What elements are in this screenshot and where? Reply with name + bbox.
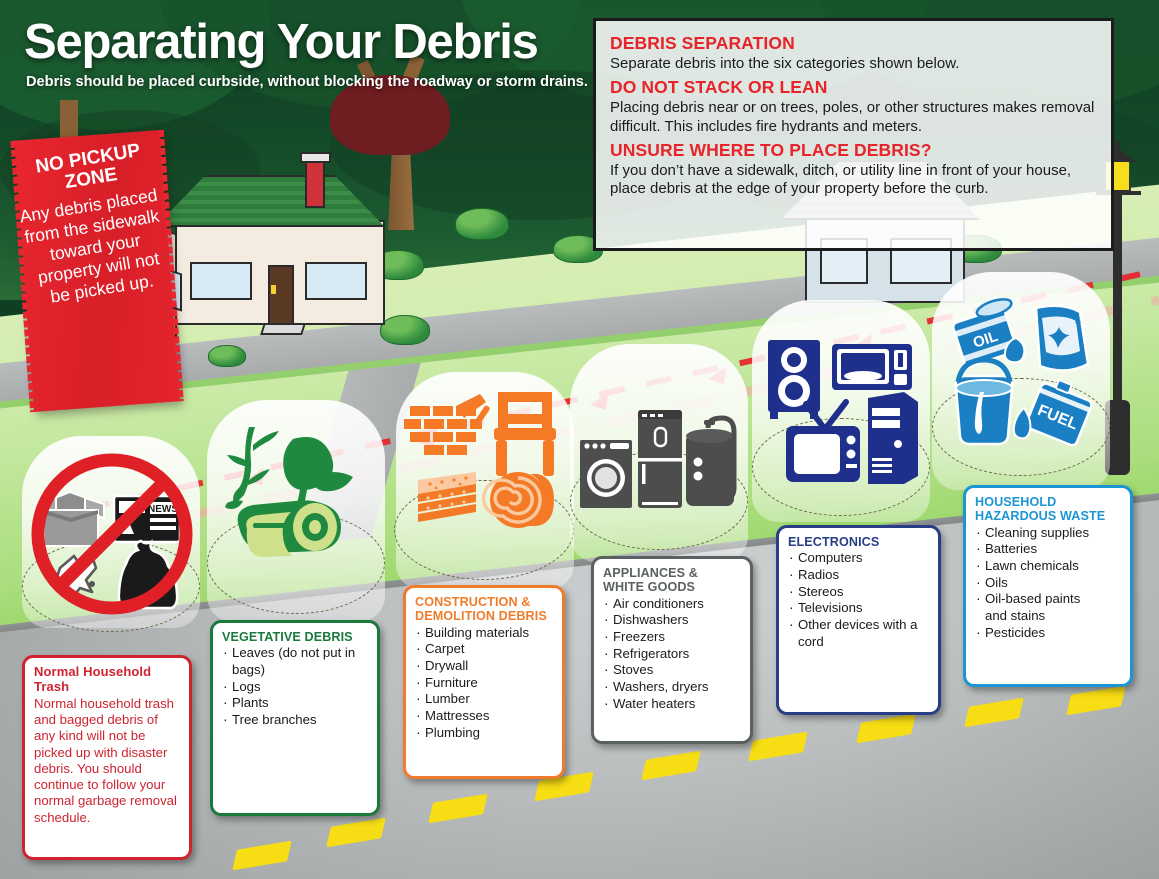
bush (208, 345, 246, 367)
card-item-list: Air conditioners Dishwashers Freezers Re… (603, 595, 740, 713)
card-appliances-white-goods: APPLIANCES & WHITE GOODS Air conditioner… (591, 556, 753, 744)
bush (380, 315, 430, 345)
refrigerator-icon (638, 410, 682, 508)
bush (455, 208, 509, 240)
card-household-hazardous-waste: HOUSEHOLD HAZARDOUS WASTE Cleaning suppl… (963, 485, 1133, 687)
card-construction-demolition-debris: CONSTRUCTION & DEMOLITION DEBRIS Buildin… (403, 585, 565, 779)
washing-machine-icon (580, 440, 632, 508)
instruction-body-2: Placing debris near or on trees, poles, … (610, 99, 1095, 135)
list-item: Stereos (788, 583, 928, 601)
list-item: Drywall (415, 657, 552, 675)
list-item: Dishwashers (603, 611, 740, 629)
card-electronics: ELECTRONICS Computers Radios Stereos Tel… (776, 525, 941, 715)
list-item: Oil-based paints (975, 590, 1120, 608)
list-item: Plumbing (415, 724, 552, 742)
list-item: Water heaters (603, 695, 740, 713)
fuel-can-icon: FUEL (1012, 379, 1093, 447)
list-item: Logs (222, 678, 367, 696)
vegetative-icons-group (225, 427, 353, 557)
no-pickup-zone-banner: NO PICKUP ZONE Any debris placed from th… (14, 130, 180, 412)
carpet-roll-icon (482, 472, 554, 528)
branch-icon (225, 427, 279, 509)
paint-bucket-icon (954, 357, 1014, 446)
newspaper-label: NEWS (148, 504, 178, 515)
trowel-icon (456, 394, 490, 429)
card-body: Normal household trash and bagged debris… (34, 695, 177, 825)
speaker-icon (768, 340, 820, 419)
list-item: Lumber (415, 690, 552, 708)
card-vegetative-debris: VEGETATIVE DEBRIS Leaves (do not put in … (210, 620, 380, 816)
list-item: Pesticides (975, 624, 1120, 642)
card-item-list: Computers Radios Stereos Televisions Oth… (788, 549, 928, 650)
list-item-continuation: bags) (232, 662, 265, 678)
computer-tower-icon (868, 392, 918, 484)
card-item-list: Cleaning supplies Batteries Lawn chemica… (975, 524, 1120, 642)
list-item: Plants (222, 694, 367, 712)
instructions-panel: DEBRIS SEPARATION Separate debris into t… (593, 18, 1114, 251)
list-item: Furniture (415, 674, 552, 692)
television-icon (786, 399, 860, 482)
cardboard-box-icon (37, 490, 105, 547)
page-subtitle: Debris should be placed curbside, withou… (26, 74, 588, 90)
newspaper-icon: NEWS (112, 494, 182, 544)
list-item: Leaves (do not put in (222, 644, 367, 662)
fish-bone-icon (52, 554, 98, 600)
page-title: Separating Your Debris (24, 15, 539, 69)
instruction-heading-1: DEBRIS SEPARATION (610, 33, 795, 53)
list-item: Lawn chemicals (975, 557, 1120, 575)
garbage-bag-icon (117, 539, 179, 610)
electronics-icons-group (768, 340, 918, 484)
microwave-icon (832, 344, 912, 390)
list-item-continuation: and stains (985, 608, 1046, 624)
prohibited-items-group: NEWS (37, 490, 182, 610)
banner-body: Any debris placed from the sidewalk towa… (18, 184, 161, 307)
list-item: Cleaning supplies (975, 524, 1120, 542)
list-item: Stoves (603, 661, 740, 679)
card-normal-household-trash: Normal Household Trash Normal household … (22, 655, 192, 860)
list-item: Other devices with a (788, 616, 928, 634)
list-item: Air conditioners (603, 595, 740, 613)
list-item: Mattresses (415, 707, 552, 725)
card-title: ELECTRONICS (788, 535, 880, 549)
card-item-list: Leaves (do not put in bags) Logs Plants … (222, 644, 367, 729)
construction-icons-group (404, 392, 556, 528)
card-title: CONSTRUCTION & DEMOLITION DEBRIS (415, 595, 547, 624)
list-item: Washers, dryers (603, 678, 740, 696)
instruction-heading-3: UNSURE WHERE TO PLACE DEBRIS? (610, 139, 932, 160)
water-heater-icon (686, 415, 737, 506)
oil-label: OIL (971, 328, 1000, 352)
log-icon (237, 500, 341, 557)
tree-dark-foliage (330, 75, 450, 155)
list-item: Computers (788, 549, 928, 567)
instruction-body-3: If you don’t have a sidewalk, ditch, or … (610, 161, 1072, 198)
hazardous-icons-group: OIL FUEL (952, 298, 1093, 447)
mattress-icon (418, 472, 476, 522)
appliance-icons-group (580, 410, 737, 508)
instruction-body-1: Separate debris into the six categories … (610, 55, 960, 72)
list-item: Carpet (415, 640, 552, 658)
list-item: Televisions (788, 599, 928, 617)
instruction-heading-2: DO NOT STACK OR LEAN (610, 77, 828, 98)
oil-can-icon: OIL (952, 298, 1026, 368)
card-item-list: Building materials Carpet Drywall Furnit… (415, 624, 552, 742)
fertilizer-bag-icon (1034, 304, 1090, 372)
list-item: Tree branches (222, 711, 367, 729)
card-title: APPLIANCES & WHITE GOODS (603, 566, 698, 595)
list-item: Refrigerators (603, 645, 740, 663)
card-title: VEGETATIVE DEBRIS (222, 630, 353, 644)
list-item-continuation: cord (798, 633, 824, 649)
card-title: Normal Household Trash (34, 664, 152, 694)
list-item: Building materials (415, 624, 552, 642)
list-item: Freezers (603, 628, 740, 646)
chair-icon (494, 392, 556, 476)
list-item: Oils (975, 574, 1120, 592)
list-item: Batteries (975, 540, 1120, 558)
card-title: HOUSEHOLD HAZARDOUS WASTE (975, 495, 1106, 524)
list-item: Radios (788, 566, 928, 584)
leaf-icon (283, 437, 353, 515)
